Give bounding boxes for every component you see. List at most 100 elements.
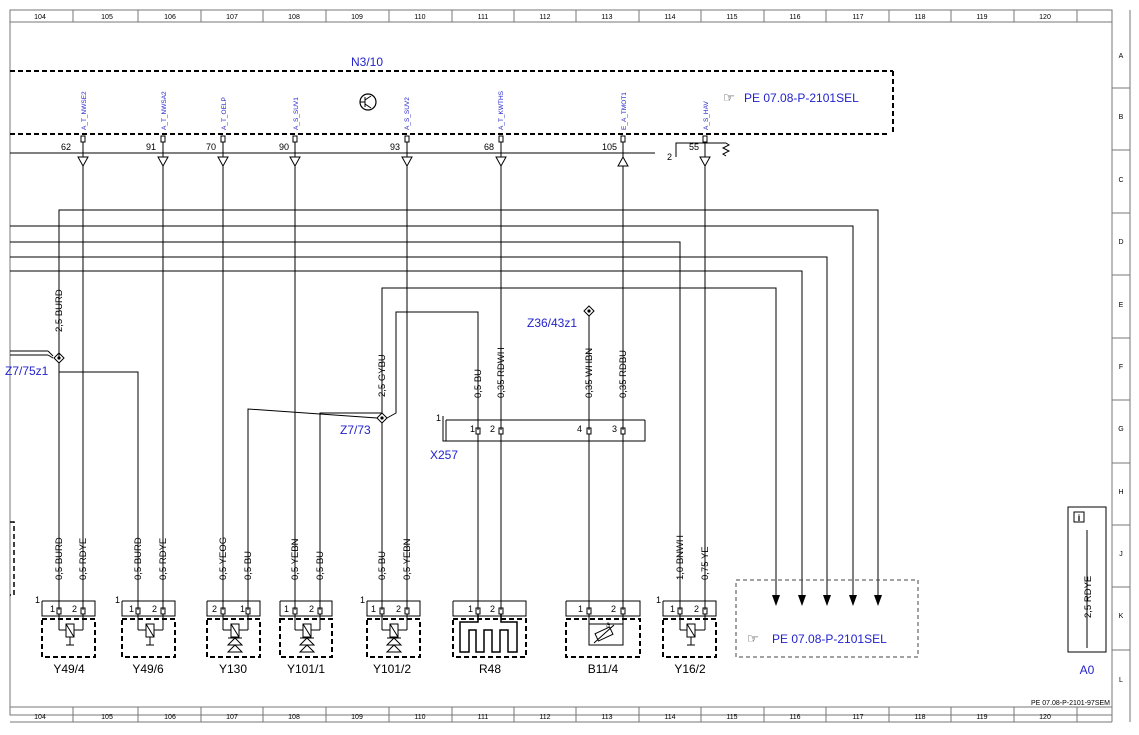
wire-label-y101-1-a: 0,5 YEBN	[290, 538, 301, 580]
col-111-bottom: 111	[478, 714, 489, 721]
signal-label: E_A_TMOT1	[621, 92, 628, 130]
wire-label-y130-b: 0,5 BU	[243, 551, 254, 580]
pointing-hand-icon: ☞	[747, 631, 759, 646]
component-index: 1	[115, 595, 120, 605]
col-106-bottom: 106	[164, 714, 176, 721]
component-index: 1	[35, 595, 40, 605]
col-116: 116	[789, 14, 800, 21]
transistor-icon	[359, 93, 377, 111]
pin-2: 2	[396, 604, 401, 614]
signal-label: A_S_SUV1	[293, 97, 300, 130]
control-unit-ref[interactable]: PE 07.08-P-2101SEL	[744, 91, 859, 105]
pin-1: 1	[371, 604, 376, 614]
pin-1: 1	[468, 604, 473, 614]
component-y16-2: 1 1 2 Y16/2	[656, 595, 717, 676]
pin-2: 2	[72, 604, 77, 614]
col-110-bottom: 110	[414, 714, 425, 721]
connector-name: X257	[430, 448, 458, 462]
col-116-bottom: 116	[789, 714, 800, 721]
pin-2: 2	[490, 604, 495, 614]
col-115-bottom: 115	[726, 714, 737, 721]
col-106: 106	[164, 14, 176, 21]
harness-lines	[10, 209, 882, 606]
component-label: Y101/1	[287, 662, 325, 676]
component-y49-6: 1 1 2 Y49/6	[115, 595, 176, 676]
col-114-bottom: 114	[664, 714, 675, 721]
component-label: Y49/6	[132, 662, 164, 676]
pin-number: 91	[146, 142, 156, 152]
col-117-bottom: 117	[852, 714, 863, 721]
component-y101-1: 1 2 Y101/1	[279, 600, 333, 676]
theta-icon: ϑ	[606, 623, 610, 630]
col-118: 118	[914, 14, 925, 21]
pin-number: 70	[206, 142, 216, 152]
component-label: A0	[1080, 663, 1095, 677]
component-b11-4: 1 2 ϑ B11/4	[565, 600, 641, 676]
col-113-bottom: 113	[601, 714, 612, 721]
signal-a-t-kwths: A_T_KWTHS 68	[484, 90, 507, 168]
row-a: A	[1119, 53, 1124, 60]
signal-label: A_T_NWSA2	[161, 91, 168, 130]
col-108: 108	[288, 14, 300, 21]
row-l: L	[1119, 677, 1123, 684]
component-label: R48	[479, 662, 501, 676]
wire-label-y130-a: 0,5 YEOG	[218, 537, 229, 580]
pin-number: 68	[484, 142, 494, 152]
connector-pin-3: 3	[612, 424, 617, 434]
pin-number: 62	[61, 142, 71, 152]
row-b: B	[1119, 114, 1124, 121]
component-y130: 2 1 Y130	[206, 600, 261, 676]
component-index: 1	[656, 595, 661, 605]
component-label: Y101/2	[373, 662, 411, 676]
col-107: 107	[226, 14, 238, 21]
signal-label: A_T_OELP	[221, 97, 228, 130]
row-e: E	[1119, 302, 1124, 309]
signal-a-s-hav: A_S_HAV 55	[689, 101, 711, 168]
signal-a-t-nwse2: A_T_NWSE2 62	[61, 91, 89, 168]
connector-index: 1	[436, 413, 441, 423]
row-c: C	[1118, 177, 1123, 184]
wire-label-rdwh: 0,35 RDWH	[496, 347, 507, 398]
pointing-hand-icon: ☞	[723, 90, 735, 105]
col-112: 112	[539, 14, 550, 21]
wire-gybu-main: 2,5 GYBU	[377, 288, 388, 413]
external-ref-box: ☞ PE 07.08-P-2101SEL	[735, 579, 919, 658]
wire-label: 2,5 GYBU	[377, 354, 388, 397]
drawing-frame	[9, 9, 1131, 723]
external-ref-text[interactable]: PE 07.08-P-2101SEL	[772, 632, 887, 646]
component-y49-4: 1 1 2 Y49/4	[35, 595, 96, 676]
row-d: D	[1118, 239, 1123, 246]
splice-label: Z36/43z1	[527, 316, 577, 330]
component-label: B11/4	[588, 662, 619, 676]
col-115: 115	[726, 14, 737, 21]
signal-a-s-suv1: A_S_SUV1 90	[279, 97, 301, 168]
component-label: Y16/2	[674, 662, 706, 676]
control-unit-name: N3/10	[351, 55, 383, 69]
col-117: 117	[852, 14, 863, 21]
pin-1: 1	[578, 604, 583, 614]
signal-a-t-oelp: A_T_OELP 70	[206, 97, 229, 168]
control-unit-n3-10: N3/10 ☞ PE 07.08-P-2101SEL 2 A_T_NWSE2 6…	[10, 55, 894, 168]
pin-1: 1	[129, 604, 134, 614]
wire-label-y16-2-b: 0,75 YE	[700, 546, 711, 580]
pin-1: 1	[240, 604, 245, 614]
signal-label: A_S_HAV	[703, 101, 710, 130]
col-118-bottom: 118	[914, 714, 925, 721]
component-r48: 1 2 R48	[452, 600, 527, 676]
pin-1: 1	[670, 604, 675, 614]
bus-count: 2	[667, 152, 672, 162]
col-108-bottom: 108	[288, 714, 300, 721]
col-109: 109	[351, 14, 363, 21]
signal-a-t-nwsa2: A_T_NWSA2 91	[146, 91, 169, 168]
component-a0: i 2,5 RDYE A0	[1067, 506, 1107, 677]
col-113: 113	[601, 14, 612, 21]
col-120-bottom: 120	[1039, 714, 1051, 721]
wire-burd-main: 2,5 BURD	[10, 289, 65, 359]
col-120: 120	[1039, 14, 1051, 21]
wire-label-y49-4-b: 0,5 RDYE	[78, 538, 89, 580]
signal-label: A_T_KWTHS	[498, 90, 505, 130]
wire-label: 2,5 BURD	[54, 289, 65, 332]
wire-label-y101-2-a: 0,5 BU	[377, 551, 388, 580]
wire-label-rdbu: 0,35 RDBU	[618, 350, 629, 398]
row-g: G	[1118, 426, 1123, 433]
